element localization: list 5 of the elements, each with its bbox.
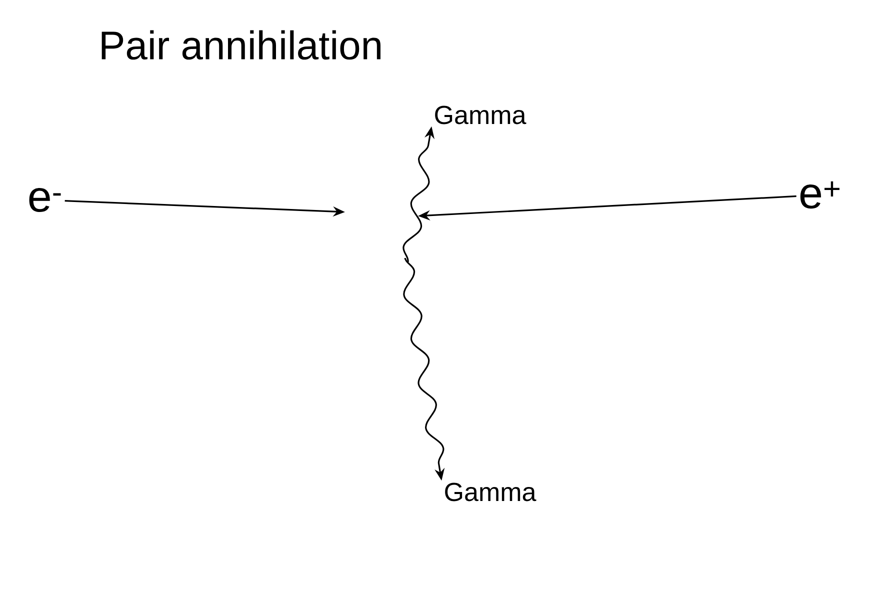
particle-label: e$^{-}$ <box>29 188 61 212</box>
particle-label: e$^{+}$ <box>800 181 840 209</box>
title: Pair annihilation <box>102 30 380 60</box>
photon-label: Gamma <box>435 106 526 124</box>
photon-label: Gamma <box>445 482 536 502</box>
